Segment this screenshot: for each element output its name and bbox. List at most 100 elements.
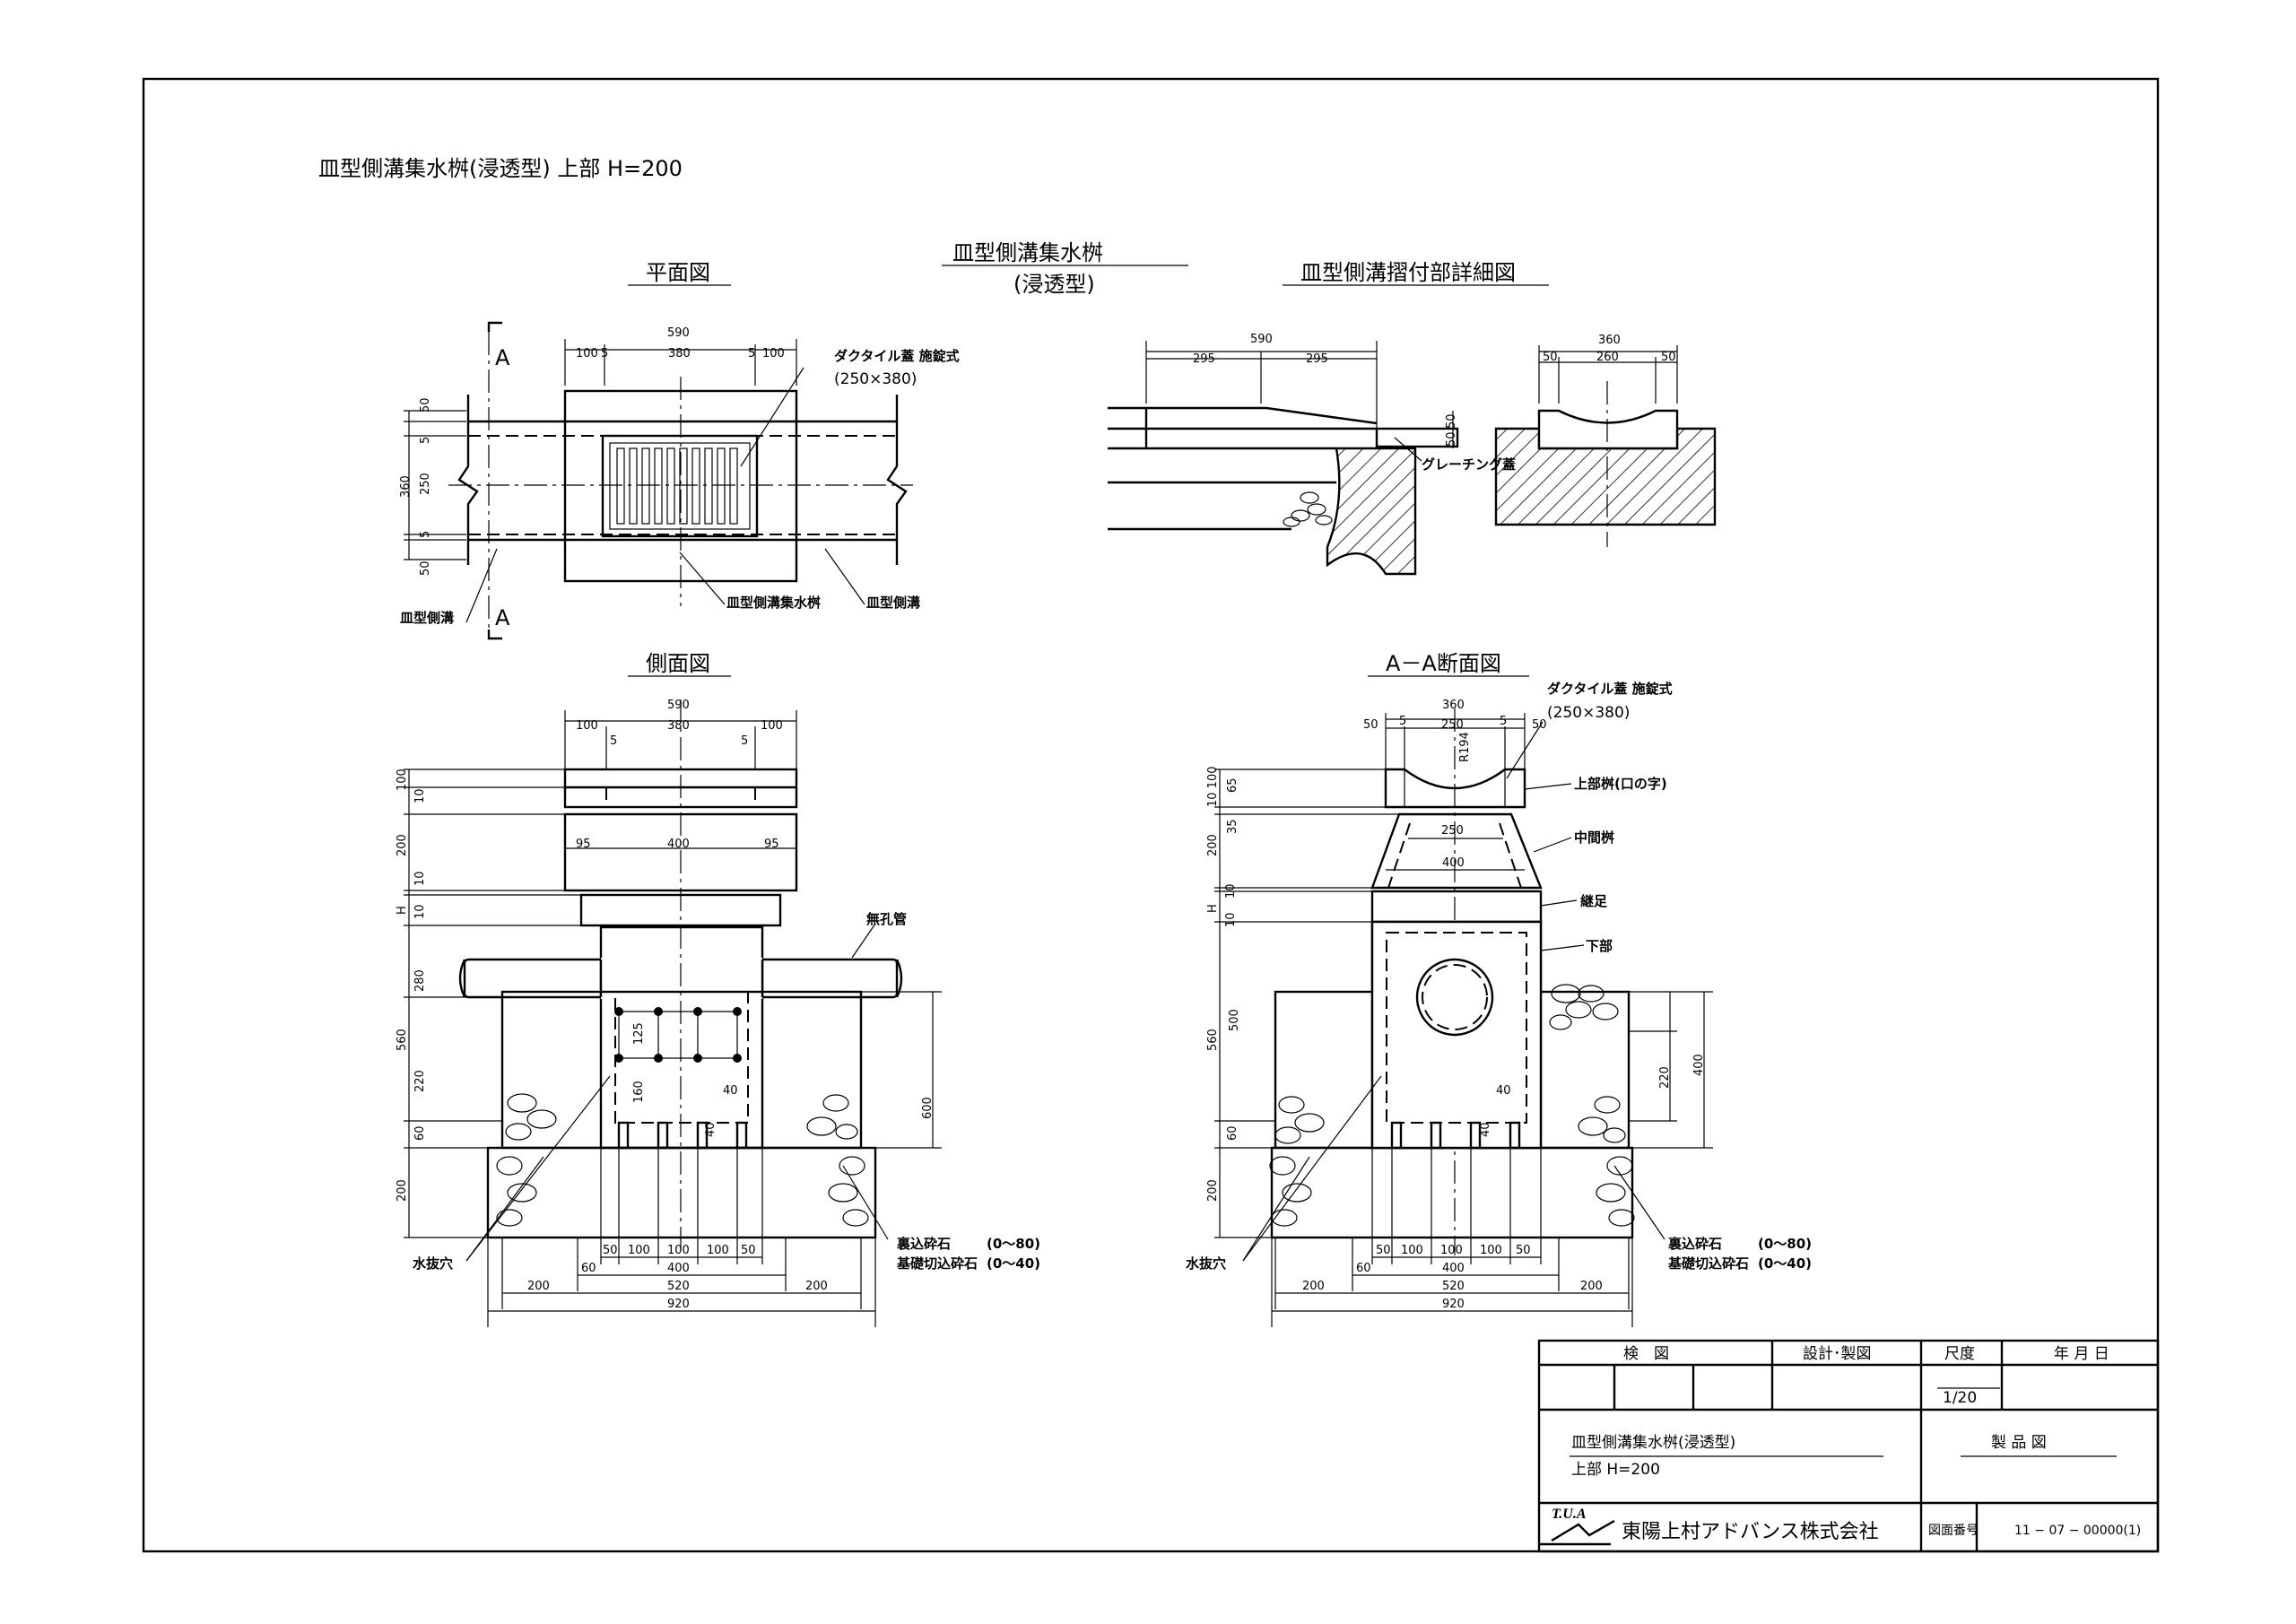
label-backfill-range: (0～80)	[1758, 1236, 1812, 1252]
tb-inspection: 検 図	[1623, 1345, 1669, 1363]
dim-50: 50	[1445, 413, 1458, 429]
dim-100: 100	[576, 347, 598, 360]
label-upper-part: 上部桝(口の字)	[1574, 776, 1667, 792]
label-base-range: (0～40)	[1758, 1255, 1812, 1272]
dim-35: 35	[1226, 819, 1239, 834]
tb-scale-value: 1/20	[1943, 1389, 1977, 1407]
dim-125: 125	[632, 1022, 646, 1045]
tb-date-label: 年 月 日	[2054, 1345, 2109, 1363]
dim-95: 95	[764, 838, 779, 851]
dim-295: 295	[1306, 352, 1328, 366]
dim-280: 280	[413, 969, 427, 992]
main-title: 皿型側溝集水桝(浸透型) 上部 H=200	[318, 156, 683, 181]
label-lower-part: 下部	[1586, 938, 1613, 954]
dim-40: 40	[1496, 1084, 1511, 1098]
dim-50: 50	[419, 397, 432, 413]
dim-250: 250	[1441, 824, 1464, 838]
dim-50: 50	[1363, 718, 1378, 732]
label-grate-section: ダクタイル蓋 施錠式	[1547, 681, 1673, 697]
tb-drawing-no: 11 − 07 − 00000(1)	[2014, 1524, 2141, 1538]
dim-400: 400	[1692, 1054, 1706, 1076]
plan-title: 平面図	[646, 260, 710, 285]
dim-200: 200	[805, 1280, 828, 1293]
center-title-1: 皿型側溝集水桝	[952, 240, 1103, 265]
dim-250: 250	[419, 473, 432, 495]
dim-50: 50	[1376, 1244, 1391, 1257]
dim-250: 250	[1441, 718, 1464, 732]
dim-50: 50	[1445, 431, 1458, 447]
tb-company: 東陽上村アドバンス株式会社	[1622, 1521, 1879, 1543]
section-view: A－A断面図 ダクタイル蓋 施錠式 (250×380) 360 50 5 250…	[1186, 651, 1812, 1327]
dim-200: 200	[1206, 1179, 1220, 1202]
dim-200: 200	[396, 1179, 409, 1202]
center-title-2: (浸透型)	[1013, 272, 1095, 297]
dim-60: 60	[1226, 1125, 1239, 1141]
dim-400: 400	[1442, 1262, 1465, 1275]
title-block: 検 図 設計･製図 尺度 年 月 日 1/20 皿型側溝集水桝(浸透型) 上部 …	[1537, 1339, 2160, 1553]
dim-10: 10	[1224, 912, 1238, 927]
dim-520: 520	[1442, 1280, 1465, 1293]
label-backfill-stone: 裏込砕石	[1667, 1236, 1722, 1252]
tb-logo-text: T.U.A	[1552, 1507, 1587, 1522]
dim-50: 50	[1532, 718, 1547, 732]
dim-10: 10	[1224, 883, 1238, 899]
dim-220: 220	[413, 1070, 427, 1092]
section-title: A－A断面図	[1386, 651, 1501, 676]
plan-view: 平面図 590 100 5 380 5 100 A A	[399, 260, 960, 640]
dim-400: 400	[667, 838, 690, 851]
dim-295: 295	[1193, 352, 1215, 366]
dim-600: 600	[921, 1097, 935, 1119]
label-base-stone: 基礎切込砕石	[1667, 1255, 1749, 1272]
dim-360: 360	[1598, 334, 1621, 347]
dim-100: 100	[1401, 1244, 1423, 1257]
dim-200: 200	[1302, 1280, 1325, 1293]
dim-920: 920	[1442, 1298, 1465, 1311]
dim-h: H	[1206, 904, 1220, 913]
dim-100: 100	[628, 1244, 650, 1257]
dim-100: 100	[1440, 1244, 1463, 1257]
tb-product-label: 製 品 図	[1991, 1434, 2047, 1452]
dim-920: 920	[667, 1298, 690, 1311]
dim-160: 160	[632, 1081, 646, 1103]
dim-95: 95	[576, 838, 591, 851]
dim-380: 380	[667, 719, 690, 733]
dim-50: 50	[1661, 351, 1676, 364]
dim-60: 60	[413, 1125, 427, 1141]
dim-10: 10	[413, 788, 427, 803]
dim-5: 5	[419, 437, 432, 444]
dim-360: 360	[1442, 699, 1465, 712]
dim-50: 50	[741, 1244, 756, 1257]
label-catch-basin: 皿型側溝集水桝	[726, 595, 821, 611]
dim-260: 260	[1596, 351, 1619, 364]
sheet-border	[142, 77, 2160, 1553]
dim-200: 200	[396, 834, 409, 856]
dim-360: 360	[399, 475, 413, 498]
company-logo-mark	[1539, 1519, 1615, 1546]
label-base-stone: 基礎切込砕石	[896, 1255, 978, 1272]
dim-5: 5	[419, 531, 432, 538]
dim-500: 500	[1228, 1009, 1241, 1031]
dim-50: 50	[603, 1244, 618, 1257]
label-middle-part: 中間桝	[1574, 829, 1614, 846]
dim-40: 40	[1479, 1122, 1492, 1137]
dim-590: 590	[667, 699, 690, 712]
dim-5: 5	[1500, 715, 1507, 728]
dim-560: 560	[396, 1029, 409, 1051]
dim-5: 5	[601, 347, 608, 360]
dim-520: 520	[667, 1280, 690, 1293]
label-backfill-stone: 裏込砕石	[896, 1236, 951, 1252]
dim-590: 590	[667, 326, 690, 340]
dim-590: 590	[1250, 333, 1273, 346]
tb-name-1: 皿型側溝集水桝(浸透型)	[1571, 1434, 1735, 1452]
dim-60: 60	[1356, 1262, 1371, 1275]
dim-100: 100	[396, 769, 409, 791]
dim-5: 5	[741, 734, 748, 748]
tb-name-2: 上部 H=200	[1571, 1461, 1660, 1479]
tb-scale-label: 尺度	[1944, 1345, 1975, 1363]
dim-10-100: 10 100	[1206, 767, 1220, 808]
dim-50: 50	[1543, 351, 1558, 364]
dim-100: 100	[576, 719, 598, 733]
label-grating-cover: グレーチング蓋	[1422, 456, 1516, 473]
dim-100: 100	[707, 1244, 729, 1257]
